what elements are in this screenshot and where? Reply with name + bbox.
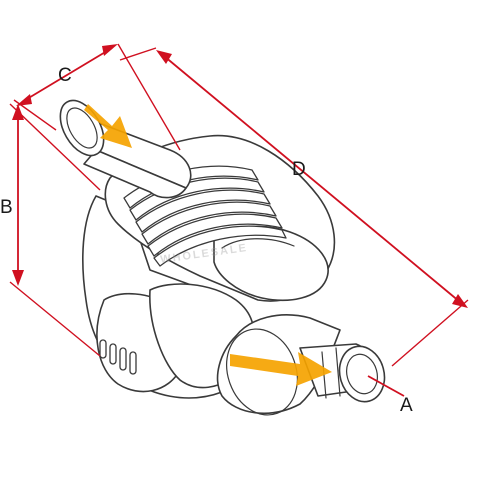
dimension-c [13, 43, 181, 151]
inlet-pipe [59, 99, 192, 199]
inlet-flow-arrow [84, 104, 132, 148]
outlet-flow-arrow [230, 352, 332, 386]
dimension-d [119, 47, 469, 367]
pointer-a [367, 375, 405, 397]
flow-arrows [84, 104, 332, 386]
label-c: C [58, 65, 72, 86]
dimension-b [9, 103, 101, 357]
label-d: D [292, 159, 306, 180]
label-a: A [400, 395, 413, 416]
label-b: B [0, 197, 13, 218]
